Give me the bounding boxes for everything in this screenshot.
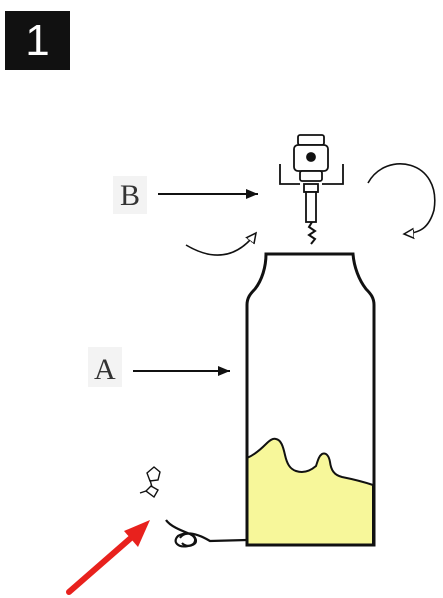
label-b-box: [113, 176, 147, 214]
lamp-socket-harp: [279, 134, 344, 223]
rotation-arrow-left-icon: [185, 233, 256, 256]
label-a: A: [94, 353, 116, 386]
small-hardware-icon: [139, 466, 161, 499]
threaded-rod: [307, 221, 317, 245]
red-pointer-arrow-icon: [66, 534, 135, 595]
vase-liquid-fill: [246, 437, 374, 546]
red-pointer-arrow-head: [124, 520, 150, 547]
label-a-box: [88, 347, 122, 387]
cord-knot: [179, 532, 198, 547]
label-b: B: [120, 179, 140, 212]
rotation-arrow-right-icon: [367, 163, 436, 234]
vase-outline: [245, 252, 376, 547]
step-number-badge: 1: [5, 11, 70, 70]
power-cord: [165, 519, 248, 548]
